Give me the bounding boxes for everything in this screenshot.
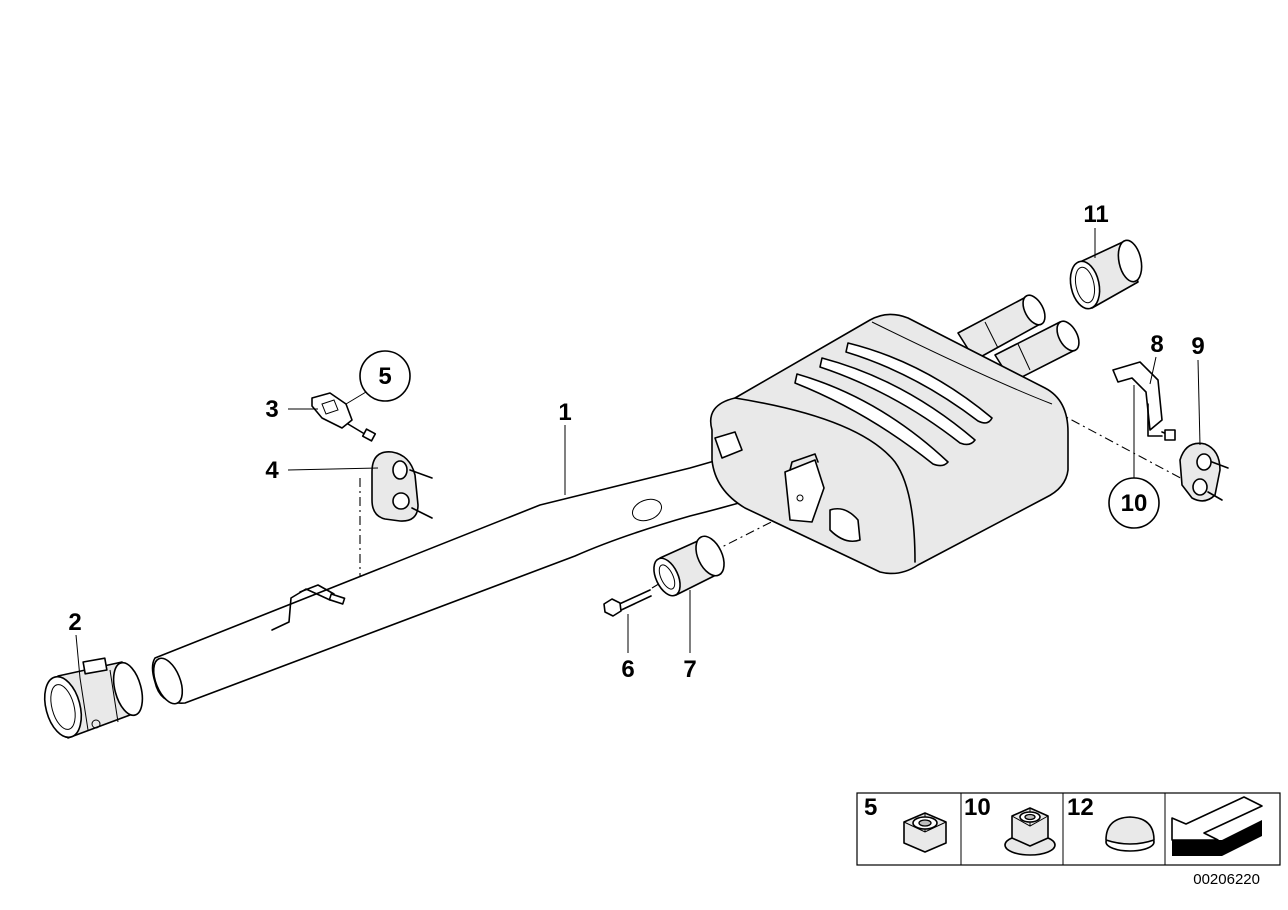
legend-number-5: 5 [864, 794, 877, 821]
callout-2: 2 [68, 609, 81, 636]
part-3-bracket [311, 392, 377, 442]
callout-4: 4 [265, 457, 279, 484]
rear-muffler [710, 313, 1069, 575]
leader-lines [75, 228, 1201, 679]
callout-5-circle [359, 350, 411, 402]
callout-7: 7 [683, 656, 696, 683]
legend-number-12: 12 [1067, 794, 1094, 821]
legend-number-10: 10 [964, 794, 991, 821]
diagram-number: 00206220 [1193, 871, 1260, 888]
direction-arrow-icon [1171, 796, 1263, 856]
callout-10: 10 [1121, 490, 1148, 517]
part-6-bolt [603, 589, 652, 617]
small-parts-legend: 5 10 12 [856, 792, 1281, 866]
callout-9: 9 [1191, 333, 1204, 360]
part-4-rubber-mount [371, 451, 433, 522]
part-1-intermediate-pipe [151, 451, 774, 705]
callout-5: 5 [378, 363, 391, 390]
part-9-rubber-mount [1179, 442, 1229, 502]
plug-icon [1105, 816, 1155, 852]
callout-6: 6 [621, 656, 634, 683]
callout-8: 8 [1150, 331, 1163, 358]
callout-10-circle [1108, 477, 1160, 529]
callout-labels: 1 2 3 4 5 6 7 8 9 10 11 [68, 201, 1204, 683]
part-7-grommet [653, 535, 725, 597]
callout-3: 3 [265, 396, 278, 423]
callout-11: 11 [1083, 201, 1108, 228]
callout-1: 1 [558, 399, 571, 426]
flange-nut-icon [1004, 807, 1056, 856]
part-2-clamp [43, 657, 144, 739]
part-8-bracket [1112, 361, 1176, 441]
hex-nut-icon [903, 812, 947, 853]
